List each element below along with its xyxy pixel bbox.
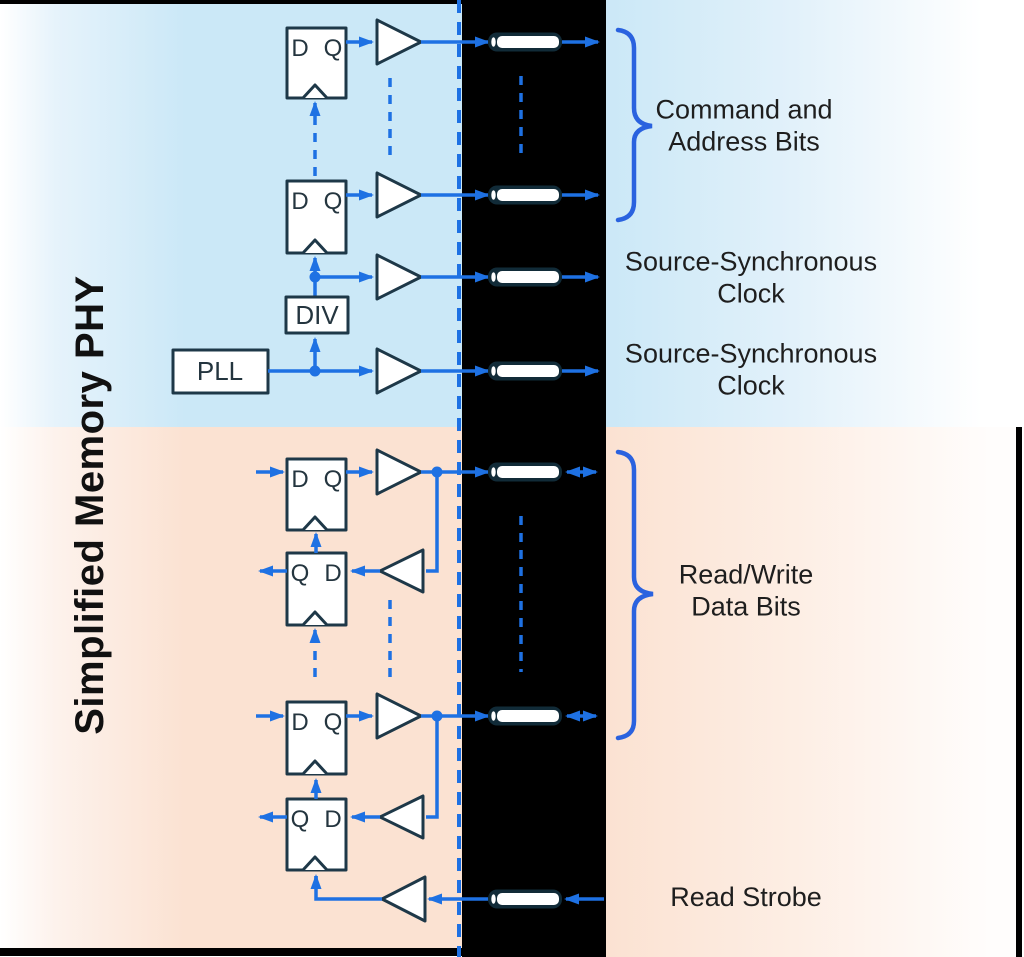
output-buffer-icon xyxy=(375,692,423,740)
data-tx-row-first: D Q xyxy=(256,448,598,532)
ff-d-label: D xyxy=(291,466,308,493)
ff-d-label: D xyxy=(291,35,308,62)
label-command-address: Command and Address Bits xyxy=(655,94,833,157)
transmission-line xyxy=(488,32,562,52)
diagram-title: Simplified Memory PHY xyxy=(68,275,112,735)
pll-label: PLL xyxy=(197,356,243,386)
clock-tree xyxy=(309,253,600,301)
label-source-sync-clock-bottom: Source-Synchronous Clock xyxy=(624,338,878,401)
data-rx-row-first: Q D xyxy=(258,472,439,627)
brace-read-write-data xyxy=(615,449,654,741)
phy-data-region xyxy=(0,427,462,948)
dram-data-region xyxy=(606,427,1024,957)
ff-d-label: D xyxy=(291,709,308,736)
transmission-line xyxy=(488,361,562,381)
clock-caret-icon xyxy=(301,515,329,532)
pll-block xyxy=(171,348,270,395)
ff-d-label: D xyxy=(324,560,341,587)
input-buffer-icon xyxy=(380,875,427,923)
pll-clock-row: PLL xyxy=(171,337,600,395)
dram-edge-border xyxy=(1016,427,1022,957)
data-tx-row-last: D Q xyxy=(256,692,598,776)
dram-command-clock-region xyxy=(606,0,1024,427)
output-buffer-icon xyxy=(375,448,423,496)
label-read-strobe: Read Strobe xyxy=(670,881,822,912)
output-buffer-icon xyxy=(375,171,423,219)
div-label: DIV xyxy=(295,300,339,330)
junction-dot xyxy=(309,271,321,283)
transmission-line xyxy=(488,706,562,726)
ff-q-label: Q xyxy=(324,466,343,493)
ff-q-label: Q xyxy=(324,35,343,62)
input-buffer-icon xyxy=(378,794,425,840)
phy-bottom-border xyxy=(0,948,606,956)
ff-d-label: D xyxy=(291,188,308,215)
brace-command-address xyxy=(615,27,653,223)
ca-bit-row-first: D Q xyxy=(285,18,600,100)
phy-top-border xyxy=(0,0,462,4)
div-block: DIV xyxy=(284,295,350,335)
clock-caret-icon xyxy=(301,83,329,100)
output-buffer-icon xyxy=(375,18,423,66)
data-rx-row-last: Q D xyxy=(258,716,439,872)
transmission-line xyxy=(488,462,562,482)
ff-q-label: Q xyxy=(291,560,310,587)
label-source-sync-clock-top: Source-Synchronous Clock xyxy=(624,246,878,309)
read-strobe-row xyxy=(310,874,604,923)
clock-caret-icon xyxy=(301,238,329,255)
transmission-line xyxy=(488,267,562,287)
clock-caret-icon xyxy=(301,855,329,872)
ff-q-label: Q xyxy=(324,188,343,215)
transmission-line xyxy=(488,185,562,205)
clock-caret-icon xyxy=(301,610,329,627)
junction-dot xyxy=(309,365,321,377)
ff-q-label: Q xyxy=(291,806,310,833)
ff-q-label: Q xyxy=(324,709,343,736)
transmission-line xyxy=(488,889,562,909)
clock-buffer-icon xyxy=(375,347,423,395)
clock-caret-icon xyxy=(301,759,329,776)
ca-bit-row-last: D Q xyxy=(285,171,600,255)
ff-d-label: D xyxy=(324,806,341,833)
input-buffer-icon xyxy=(378,548,425,594)
label-read-write-data: Read/Write Data Bits xyxy=(678,559,814,622)
clock-buffer-icon xyxy=(375,253,423,301)
